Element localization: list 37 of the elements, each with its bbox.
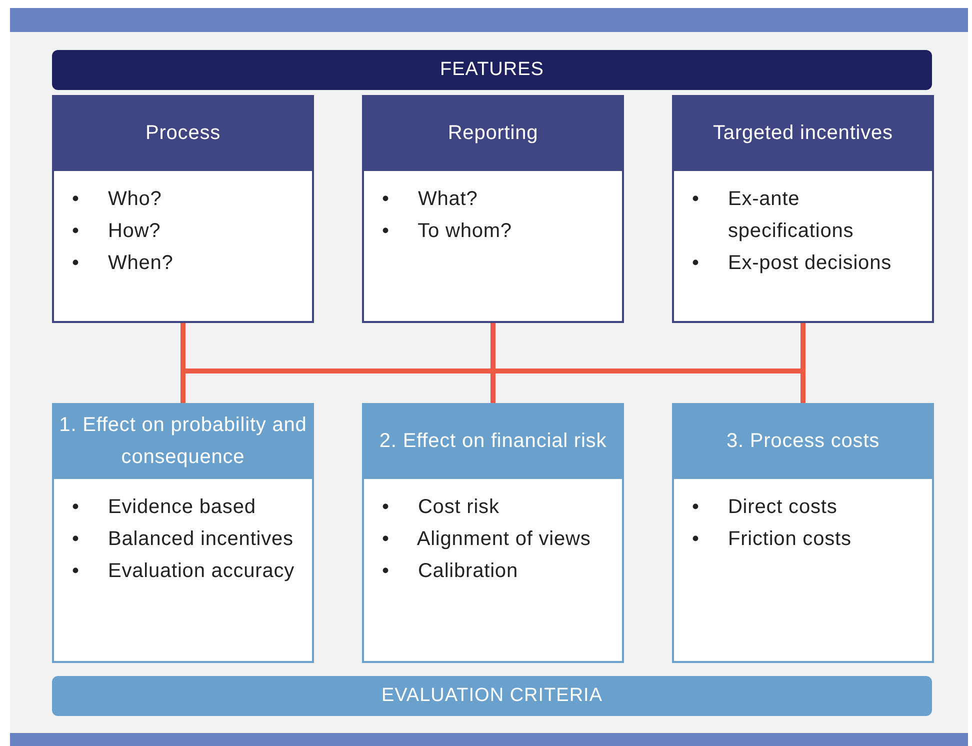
features-banner: FEATURES (52, 50, 932, 90)
bullet-item: • Balanced incentives (72, 527, 294, 552)
criterion-card (362, 403, 624, 663)
bullet-item: • Cost risk (382, 495, 500, 520)
bullet-item: • Direct costs (692, 495, 838, 520)
bullet-item: • Who? (72, 187, 163, 212)
card-heading: 3. Process costs (672, 403, 934, 479)
bullet-item: • Evaluation accuracy (72, 559, 296, 584)
feature-card (672, 95, 934, 323)
card-heading: Process (52, 95, 314, 171)
criterion-card (52, 403, 314, 663)
connector-line (180, 323, 186, 371)
criteria-banner: EVALUATION CRITERIA (52, 676, 932, 716)
bullet-item: • Friction costs (692, 527, 852, 552)
bullet-item: • Evidence based (72, 495, 257, 520)
connector-line (490, 371, 496, 403)
bullet-item: • How? (72, 219, 162, 244)
card-heading: 1. Effect on probability and consequence (52, 403, 314, 479)
connector-line (180, 371, 186, 403)
feature-card (362, 95, 624, 323)
card-heading: Reporting (362, 95, 624, 171)
footer-stripe (10, 733, 968, 746)
bullet-item: • Alignment of views (382, 527, 592, 552)
card-heading: 2. Effect on financial risk (362, 403, 624, 479)
connector-line (490, 323, 496, 371)
bullet-item: • To whom? (382, 219, 513, 244)
header-stripe (10, 8, 968, 32)
criterion-card (672, 403, 934, 663)
connector-line (800, 371, 806, 403)
bullet-item: • Ex-ante specifications (692, 187, 855, 244)
feature-card (52, 95, 314, 323)
bullet-item: • Ex-post decisions (692, 251, 892, 276)
bullet-item: • What? (382, 187, 479, 212)
card-heading: Targeted incentives (672, 95, 934, 171)
bullet-item: • When? (72, 251, 174, 276)
bullet-item: • Calibration (382, 559, 519, 584)
connector-line (800, 323, 806, 371)
